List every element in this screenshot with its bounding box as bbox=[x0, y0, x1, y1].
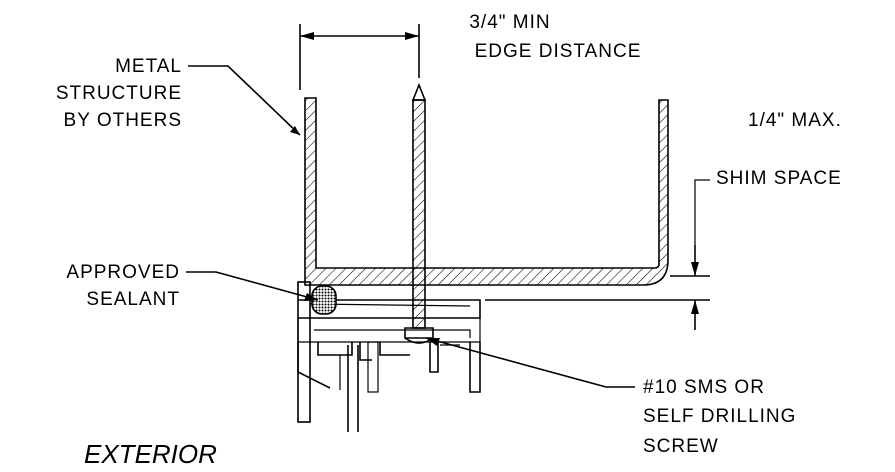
screw-label-line2: SELF DRILLING bbox=[643, 406, 796, 427]
sealant-label-line1: APPROVED bbox=[66, 262, 180, 283]
shim-space-dimension bbox=[485, 179, 710, 330]
screw-label-line3: SCREW bbox=[643, 436, 719, 457]
leader-screw bbox=[425, 337, 635, 388]
shim-space-label-line2: SHIM SPACE bbox=[716, 168, 842, 189]
edge-distance-dimension bbox=[299, 24, 420, 90]
exterior-label: EXTERIOR bbox=[84, 439, 217, 469]
leader-metal-structure bbox=[188, 65, 301, 136]
screw bbox=[404, 82, 434, 344]
metal-structure-label-line3: BY OTHERS bbox=[64, 110, 182, 131]
shim-space-label-line1: 1/4" MAX. bbox=[748, 110, 842, 131]
metal-structure-label-line1: METAL bbox=[115, 56, 182, 77]
screw-label-line1: #10 SMS OR bbox=[643, 377, 765, 398]
leader-sealant bbox=[186, 271, 319, 301]
glass-panel bbox=[347, 345, 359, 432]
metal-structure-label-line2: STRUCTURE bbox=[56, 83, 182, 104]
sealant-label-line2: SEALANT bbox=[86, 289, 180, 310]
metal-structure-channel bbox=[304, 97, 669, 286]
edge-distance-label-line2: EDGE DISTANCE bbox=[475, 41, 642, 62]
edge-distance-label-line1: 3/4" MIN bbox=[469, 12, 550, 33]
frame-extrusion bbox=[297, 281, 481, 423]
